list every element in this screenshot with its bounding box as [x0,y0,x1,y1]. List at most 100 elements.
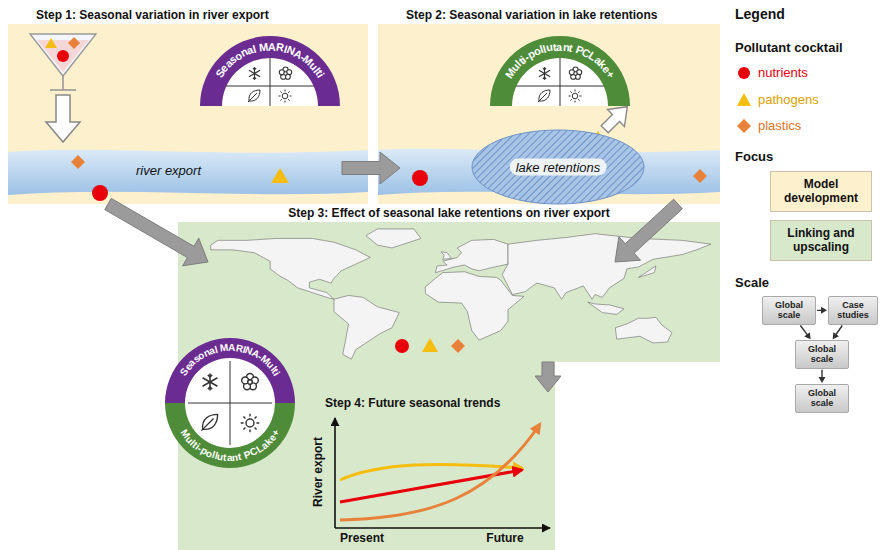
season-icons [560,58,561,106]
step-heading: Step 4: Future seasonal trends [300,392,562,411]
legend-symbol [737,119,751,133]
continent [334,295,399,359]
season-icons [249,67,260,80]
season-icons [515,86,605,87]
model-badge: Seasonal MARINA-MultiMulti-pollutant PCL… [165,338,295,468]
model-badge: Seasonal MARINA-Multi [200,36,340,108]
step-panel: Multi-pollutant PCLake+ lake retentions St… [378,4,720,204]
trend-chart [334,418,336,528]
pollutant-symbol [422,338,438,352]
lake-ellipse: lake retentions [470,128,646,206]
scale-box: Case studies [828,296,878,325]
continent [436,239,509,272]
panel-ground [378,24,720,204]
step-heading: Step 3: Effect of seasonal lake retentio… [178,204,720,221]
axis-label: Present [340,531,384,545]
cocktail-glass [45,38,57,48]
season-icons [569,67,581,79]
cocktail-glass [30,34,96,142]
arc-glyph: t [223,453,227,463]
arc-title: Multi-pollutant PCLake+ [165,338,295,468]
season-icons [241,414,260,433]
season-icons [279,67,291,79]
scale-box: Global scale [762,296,816,325]
season-icons [539,67,550,80]
season-icons [569,90,582,103]
legend-heading: Focus [735,149,773,164]
continent [502,234,711,300]
scale-arrow [817,307,827,314]
season-icons [279,90,292,103]
cocktail-glass [62,76,64,90]
season-icons [538,90,550,102]
legend-swatch: Model development [770,171,872,212]
cocktail-glass [30,34,96,76]
trend-chart [340,464,522,480]
badge-ring [165,338,295,403]
axis-label: Future [486,531,523,545]
season-icons [203,373,218,390]
axis-label: River export [311,437,325,507]
scale-label: Global scale [765,300,813,321]
arc-glyph: M [258,41,268,53]
trend-chart [335,418,550,528]
arc-glyph: M [219,343,228,354]
step-panel: Step 4: Future seasonal trends [300,392,562,548]
arc-glyph: A [268,41,276,52]
flow-arrow [615,199,682,262]
legend-text: Linking and upscaling [775,226,867,255]
legend-swatch: Linking and upscaling [770,220,872,261]
continent [211,238,371,299]
arc-glyph: t [552,42,557,53]
legend-heading: Pollutant cocktail [735,40,843,55]
scale-label: Global scale [798,344,846,365]
scale-label: Global scale [798,388,846,409]
cocktail-glass [50,89,76,91]
badge-ring [165,403,295,468]
continent [588,302,624,314]
arc-glyph: t [238,452,243,462]
arc-glyph: t [568,42,574,53]
season-icons [248,90,260,102]
arc-title: Seasonal MARINA-Multi [200,36,340,108]
legend-symbol [738,67,750,79]
river-label: river export [136,163,201,178]
flow-arrow [535,362,561,392]
scale-arrow [833,325,843,339]
pollutant-symbol [693,169,707,183]
pollutant-symbol [451,339,465,353]
model-badge: Multi-pollutant PCLake+ [490,36,630,108]
continent [615,317,672,343]
season-icons [188,403,272,404]
season-icons [225,86,315,87]
pollutant-symbol [395,338,465,353]
season-icons [201,414,217,430]
badge-ring [165,338,295,468]
step-heading: Step 2: Seasonal variation in lake reten… [378,4,720,23]
flow-arrow [342,152,400,184]
scale-arrow [819,370,826,383]
step-panel: Step 3: Effect of seasonal lake retentio… [178,204,720,362]
legend-text: Model development [775,177,867,206]
season-icons [242,373,259,389]
season-icons [270,58,271,106]
scale-arrow [800,325,811,339]
lake-label: lake retentions [510,159,607,176]
trend-chart [340,424,540,520]
pollutant-symbol [271,168,289,183]
cocktail-glass [68,37,80,49]
badge-arch [200,36,340,106]
legend-heading: Scale [735,275,769,290]
arc-glyph: A [228,343,236,353]
arc-glyph: a [556,41,562,52]
legend-text: nutrients [758,65,808,80]
continent [441,252,451,260]
continent [366,229,421,248]
pollutant-symbol [412,170,428,186]
arc-title: Multi-pollutant PCLake+ [490,36,630,108]
panel-ground [178,222,720,550]
step-heading: Step 1: Seasonal variation in river expo… [8,4,368,23]
legend-text: plastics [758,118,801,133]
legend-symbol [737,67,751,133]
river-band [8,150,368,195]
